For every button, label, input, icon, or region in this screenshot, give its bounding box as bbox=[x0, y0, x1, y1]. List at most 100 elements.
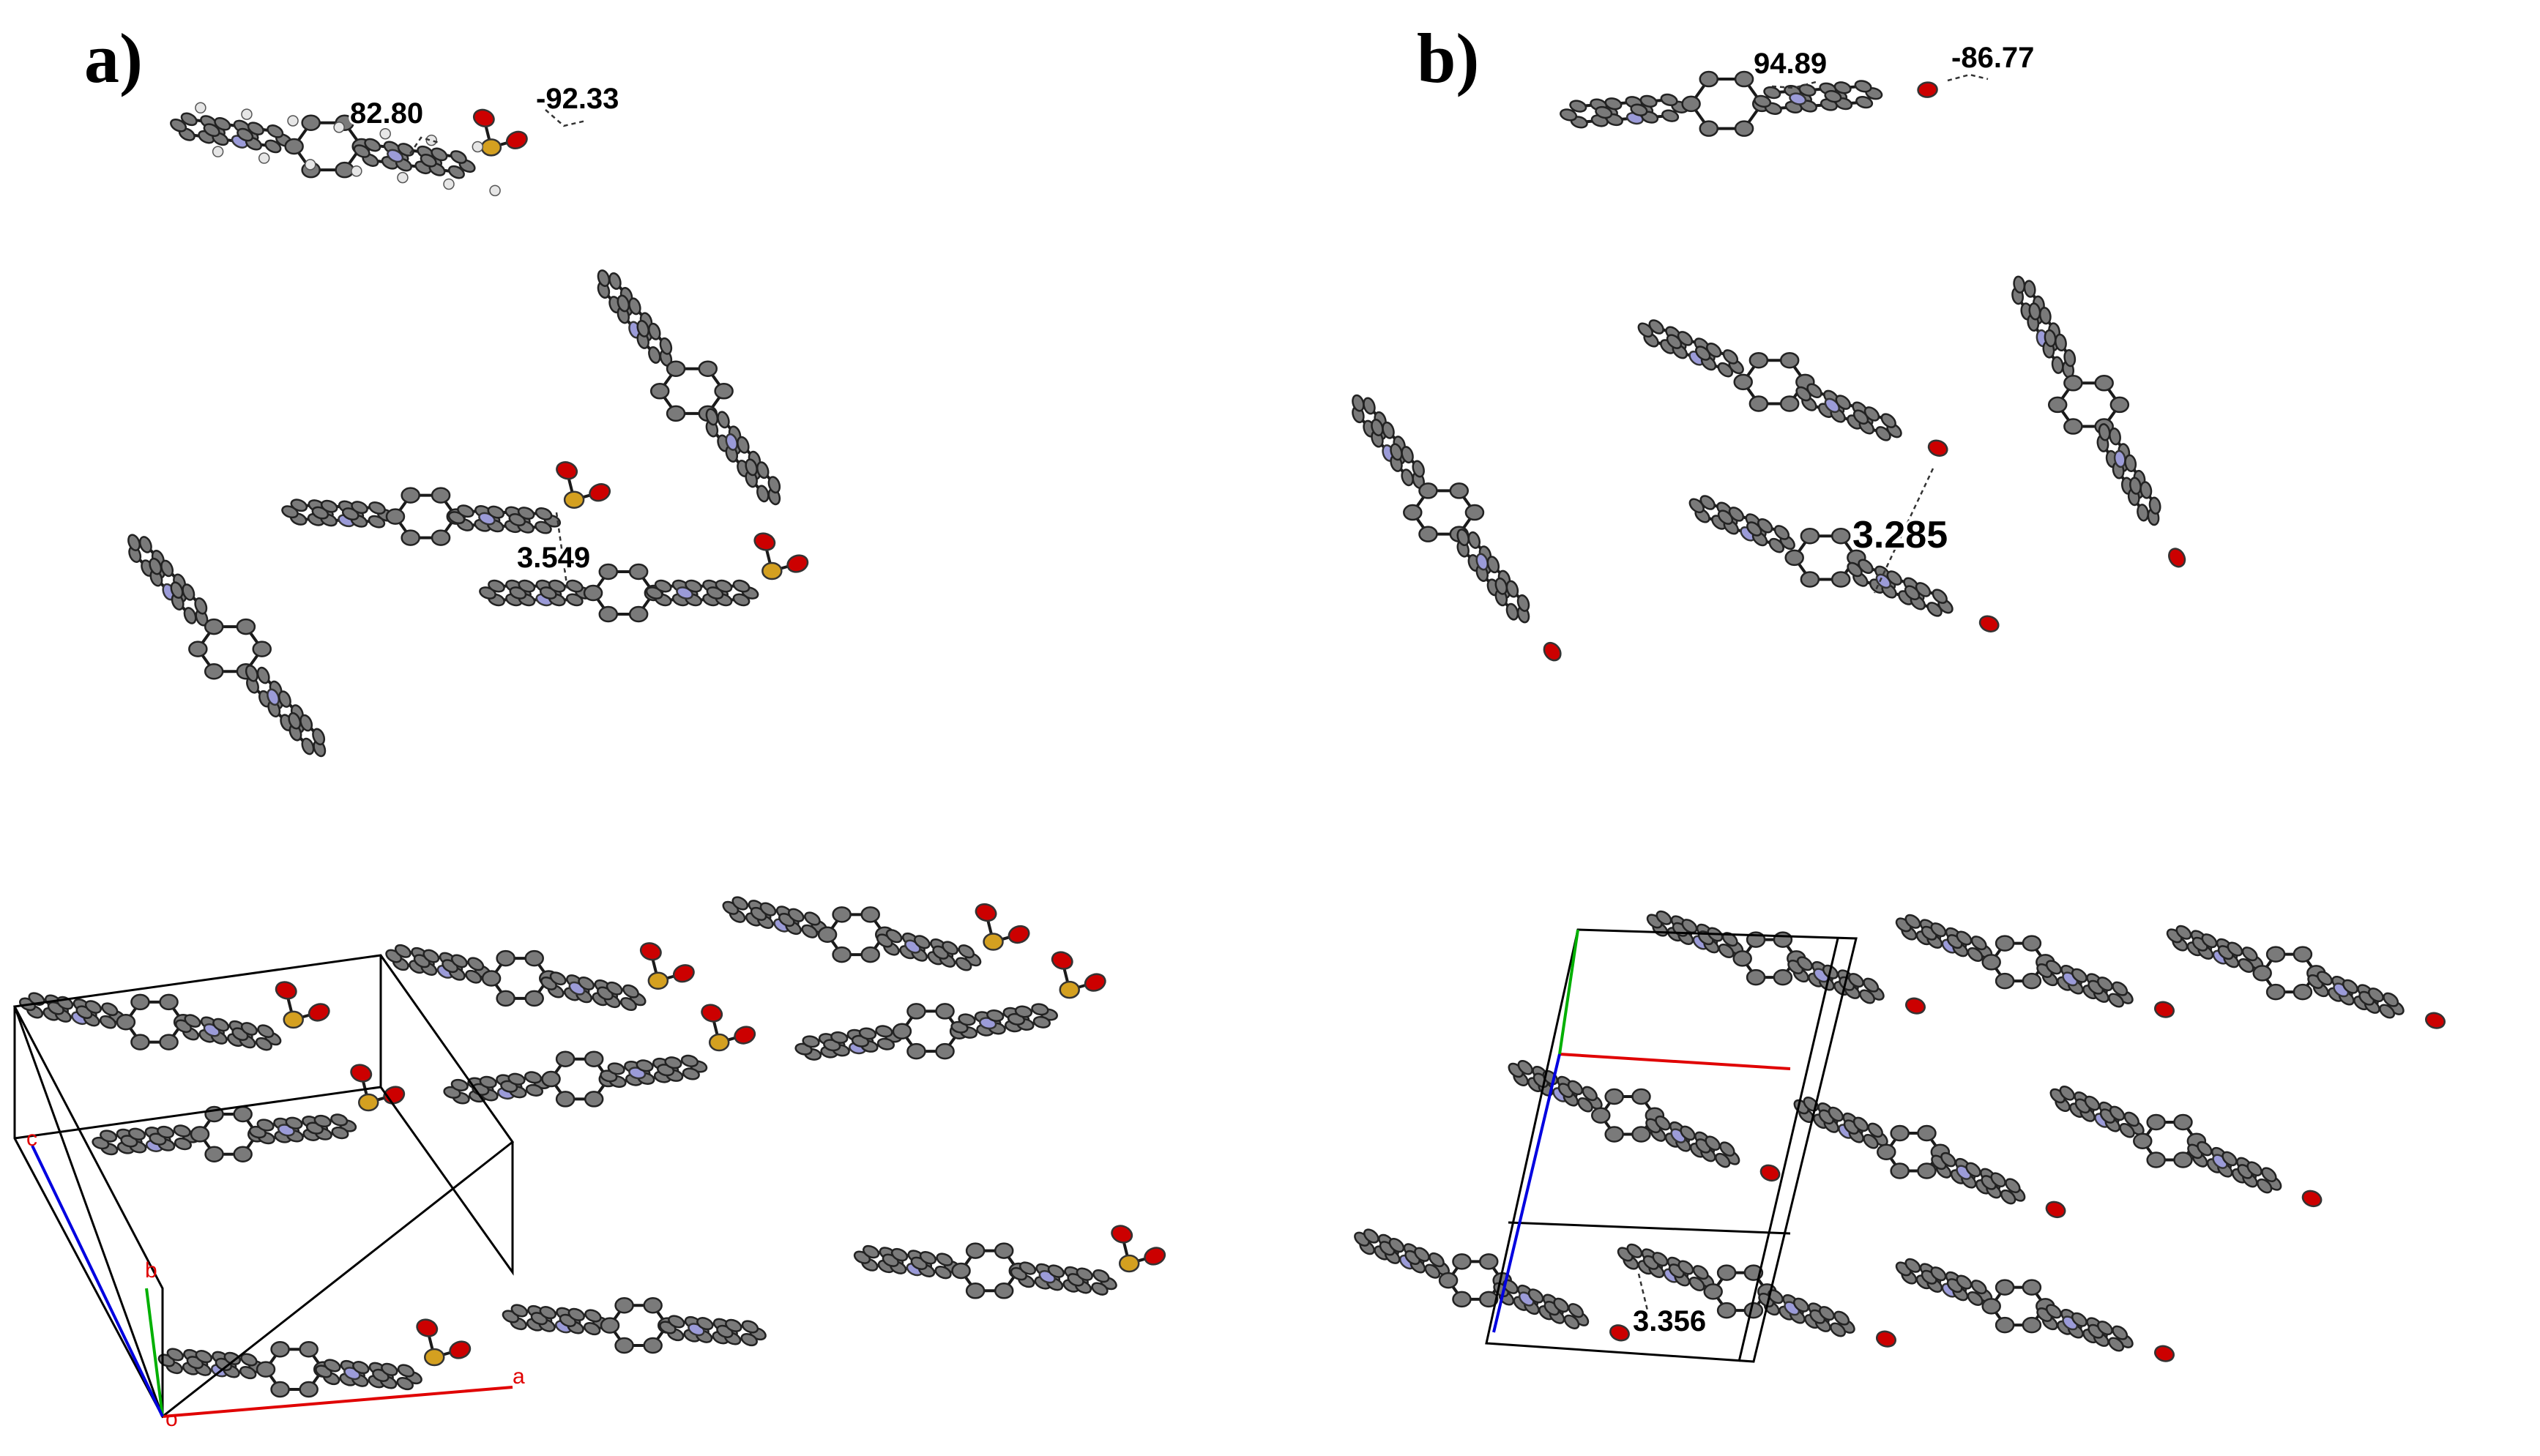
atom-c bbox=[648, 322, 661, 340]
atom-c bbox=[906, 1042, 926, 1060]
atom-c bbox=[1677, 331, 1694, 346]
atom-c bbox=[1743, 1302, 1764, 1319]
atom-c bbox=[715, 579, 733, 593]
atom-c bbox=[352, 1361, 370, 1375]
atom-c bbox=[1403, 504, 1423, 521]
atom-c bbox=[422, 949, 440, 963]
atom-c bbox=[195, 1350, 213, 1364]
atom-c bbox=[832, 946, 852, 963]
atom-c bbox=[2257, 1178, 2273, 1194]
panel-b-dihedral-right: -86.77 bbox=[1951, 42, 2034, 74]
atom-c bbox=[301, 114, 321, 132]
atom-c bbox=[600, 1317, 620, 1334]
atom-n bbox=[1475, 553, 1489, 571]
atom-c bbox=[2221, 1151, 2238, 1167]
atom-c bbox=[450, 954, 468, 968]
atom-c bbox=[2148, 496, 2161, 515]
atom-s bbox=[1059, 980, 1080, 999]
atom-c bbox=[1800, 527, 1820, 545]
atom-s bbox=[423, 1348, 445, 1367]
atom-c bbox=[1452, 1291, 1472, 1308]
atom-c bbox=[584, 1050, 604, 1067]
atom-c bbox=[2123, 1111, 2139, 1127]
atom-c bbox=[1516, 594, 1530, 612]
atom-c bbox=[182, 583, 195, 601]
atom-c bbox=[2139, 481, 2153, 499]
atom-c bbox=[1833, 81, 1852, 94]
panel-b-label: b) bbox=[1417, 19, 1479, 97]
atom-c bbox=[100, 1130, 118, 1143]
atom-c bbox=[1677, 1260, 1694, 1275]
atom-h bbox=[212, 146, 224, 157]
atom-c bbox=[245, 664, 258, 682]
atom-o bbox=[350, 1064, 373, 1083]
atom-c bbox=[620, 997, 637, 1012]
atom-c bbox=[2108, 993, 2125, 1008]
atom-c bbox=[863, 1244, 880, 1259]
atom-c bbox=[2109, 428, 2121, 446]
atom-c bbox=[1018, 1261, 1037, 1275]
atom-c bbox=[1716, 1264, 1737, 1281]
atom-c bbox=[664, 1056, 682, 1069]
atom-c bbox=[2096, 977, 2113, 992]
atom-c bbox=[584, 1322, 601, 1336]
atom-c bbox=[1995, 1316, 2015, 1334]
atom-c bbox=[368, 515, 386, 529]
atom-c bbox=[1852, 409, 1869, 425]
panel-a-packing-view bbox=[19, 896, 1166, 1398]
atom-c bbox=[1452, 1253, 1472, 1270]
atom-c bbox=[1930, 1266, 1947, 1282]
atom-c bbox=[1917, 1124, 1937, 1142]
atom-c bbox=[2133, 1132, 2153, 1150]
atom-c bbox=[682, 1067, 700, 1080]
atom-c bbox=[288, 712, 302, 730]
atom-c bbox=[740, 1333, 758, 1347]
atom-c bbox=[1796, 956, 1813, 971]
atom-c bbox=[685, 579, 702, 593]
atom-c bbox=[510, 1304, 528, 1318]
atom-c bbox=[666, 405, 686, 422]
atom-c bbox=[696, 1317, 714, 1331]
atom-c bbox=[643, 1297, 663, 1314]
atom-c bbox=[717, 411, 730, 429]
atom-c bbox=[267, 124, 284, 138]
atom-c bbox=[1768, 537, 1784, 553]
atom-c bbox=[2059, 1086, 2075, 1101]
atom-s bbox=[708, 1033, 730, 1052]
atom-c bbox=[1031, 1003, 1049, 1016]
atom-c bbox=[385, 508, 406, 525]
atom-c bbox=[2241, 947, 2258, 962]
atom-c bbox=[1388, 1237, 1405, 1253]
atom-c bbox=[212, 1018, 230, 1032]
atom-c bbox=[524, 1071, 543, 1084]
atom-c bbox=[1637, 322, 1653, 338]
atom-o bbox=[753, 532, 776, 551]
atom-c bbox=[756, 461, 770, 479]
atom-c bbox=[2119, 1123, 2135, 1138]
atom-c bbox=[214, 116, 231, 131]
atom-c bbox=[1563, 1314, 1580, 1329]
atom-c bbox=[1981, 954, 2001, 971]
atom-c bbox=[622, 984, 639, 998]
atom-c bbox=[876, 1037, 895, 1050]
atom-c bbox=[958, 944, 975, 959]
atom-c bbox=[190, 1126, 210, 1143]
atom-c bbox=[2201, 933, 2218, 949]
atom-c bbox=[2055, 333, 2067, 352]
atom-c bbox=[496, 990, 515, 1007]
atom-c bbox=[157, 1125, 175, 1139]
atom-c bbox=[1773, 525, 1790, 540]
atom-o bbox=[672, 964, 695, 983]
atom-c bbox=[284, 138, 304, 155]
atom-c bbox=[830, 1031, 849, 1044]
atom-o bbox=[1084, 973, 1106, 992]
atom-c bbox=[2028, 302, 2041, 321]
atom-c bbox=[2146, 1113, 2166, 1131]
atom-c bbox=[2124, 454, 2137, 472]
atom-c bbox=[1818, 1306, 1835, 1321]
atom-c bbox=[636, 319, 649, 337]
atom-c bbox=[1830, 571, 1851, 588]
atom-c bbox=[1917, 1162, 1937, 1179]
atom-c bbox=[1655, 1115, 1671, 1131]
atom-o bbox=[449, 1340, 472, 1359]
